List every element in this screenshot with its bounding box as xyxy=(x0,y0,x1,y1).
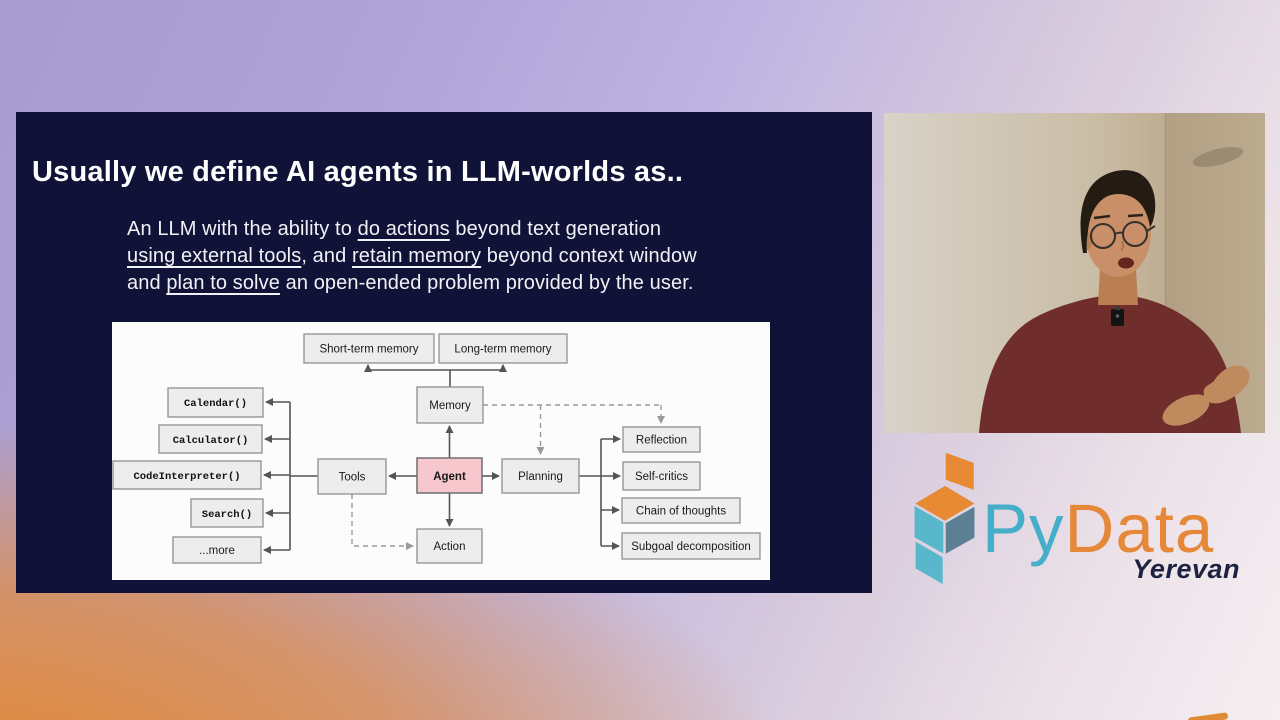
svg-text:Memory: Memory xyxy=(429,400,471,412)
diagram-node-more: ...more xyxy=(172,536,262,564)
svg-text:Calendar(): Calendar() xyxy=(184,398,247,410)
presentation-slide: Usually we define AI agents in LLM-world… xyxy=(16,112,872,593)
pydata-subtitle-yerevan: Yerevan xyxy=(1132,554,1240,584)
speaker-hair xyxy=(1080,170,1156,253)
svg-text:CodeInterpreter(): CodeInterpreter() xyxy=(133,471,240,483)
speaker-hand-left xyxy=(1162,394,1210,426)
pydata-wordmark: PyData xyxy=(982,494,1272,564)
diagram-node-agent: Agent xyxy=(416,457,483,494)
diagram-node-calendar: Calendar() xyxy=(167,387,264,418)
body-line-1: An LLM with the ability to do actions be… xyxy=(127,218,662,240)
diagram-node-memory: Memory xyxy=(416,386,484,424)
diagram-node-long-term-memory: Long-term memory xyxy=(438,333,568,364)
diagram-node-tools: Tools xyxy=(317,458,387,495)
svg-text:Reflection: Reflection xyxy=(636,435,687,447)
svg-text:Short-term memory: Short-term memory xyxy=(319,344,418,356)
logo-cube-top-face xyxy=(915,485,975,521)
pydata-logo-mark xyxy=(908,448,980,588)
corner-logo-fragment xyxy=(1187,712,1229,720)
slide-title: Usually we define AI agents in LLM-world… xyxy=(32,156,684,188)
underlined-retain-memory: retain memory xyxy=(351,245,482,267)
logo-cube-left-face xyxy=(914,506,944,554)
speaker-hand-right xyxy=(1203,365,1250,404)
wall-smudge xyxy=(1192,147,1244,167)
svg-text:Calculator(): Calculator() xyxy=(173,435,249,447)
diagram-node-self-critics: Self-critics xyxy=(622,461,701,491)
speaker-neck xyxy=(1098,269,1138,305)
wall-seam xyxy=(1165,113,1167,433)
underlined-do-actions: do actions xyxy=(357,218,450,240)
diagram-node-search: Search() xyxy=(190,498,264,528)
svg-text:Chain of thoughts: Chain of thoughts xyxy=(636,506,726,518)
diagram-node-reflection: Reflection xyxy=(622,426,701,453)
svg-text:Agent: Agent xyxy=(433,471,466,483)
diagram-node-chain-of-thoughts: Chain of thoughts xyxy=(621,497,741,524)
slide-body-text: An LLM with the ability to do actions be… xyxy=(127,216,807,297)
svg-text:Subgoal decomposition: Subgoal decomposition xyxy=(631,541,751,553)
speaker-nose xyxy=(1120,240,1125,251)
svg-text:Tools: Tools xyxy=(339,472,366,484)
speaker-video xyxy=(884,113,1265,433)
diagram-node-code-interpreter: CodeInterpreter() xyxy=(112,460,262,490)
pydata-wordmark-py: Py xyxy=(982,490,1065,567)
underlined-plan-to-solve: plan to solve xyxy=(166,272,280,294)
lavalier-mic xyxy=(1111,306,1124,326)
agent-architecture-diagram: Short-term memory Long-term memory Memor… xyxy=(112,322,770,580)
speaker xyxy=(979,170,1250,433)
diagram-node-short-term-memory: Short-term memory xyxy=(303,333,435,364)
svg-text:...more: ...more xyxy=(199,545,235,557)
diagram-solid-connectors xyxy=(263,364,621,554)
svg-text:Search(): Search() xyxy=(202,509,252,521)
logo-cube-top-right xyxy=(945,452,974,490)
diagram-node-subgoal-decomposition: Subgoal decomposition xyxy=(621,532,761,560)
svg-text:Action: Action xyxy=(434,541,466,553)
pydata-wordmark-data: Data xyxy=(1064,490,1215,567)
diagram-nodes: Short-term memory Long-term memory Memor… xyxy=(112,333,761,564)
body-line-2: using external tools, and retain memory … xyxy=(127,245,697,267)
diagram-node-planning: Planning xyxy=(501,458,580,494)
logo-cube-right-face xyxy=(945,506,975,554)
underlined-using-external-tools: using external tools xyxy=(127,245,302,267)
body-line-3: and plan to solve an open-ended problem … xyxy=(127,272,694,294)
speaker-mouth xyxy=(1118,257,1134,269)
logo-cube-bottom-face xyxy=(915,541,943,584)
speaker-glasses-icon xyxy=(1090,221,1156,249)
speaker-torso xyxy=(979,294,1241,433)
diagram-node-calculator: Calculator() xyxy=(158,424,263,454)
diagram-dashed-connectors xyxy=(351,404,665,550)
svg-text:Long-term memory: Long-term memory xyxy=(454,344,551,356)
svg-text:Planning: Planning xyxy=(518,471,563,483)
speaker-eyebrows xyxy=(1093,213,1144,220)
svg-text:Self-critics: Self-critics xyxy=(635,471,688,483)
diagram-node-action: Action xyxy=(416,528,483,564)
